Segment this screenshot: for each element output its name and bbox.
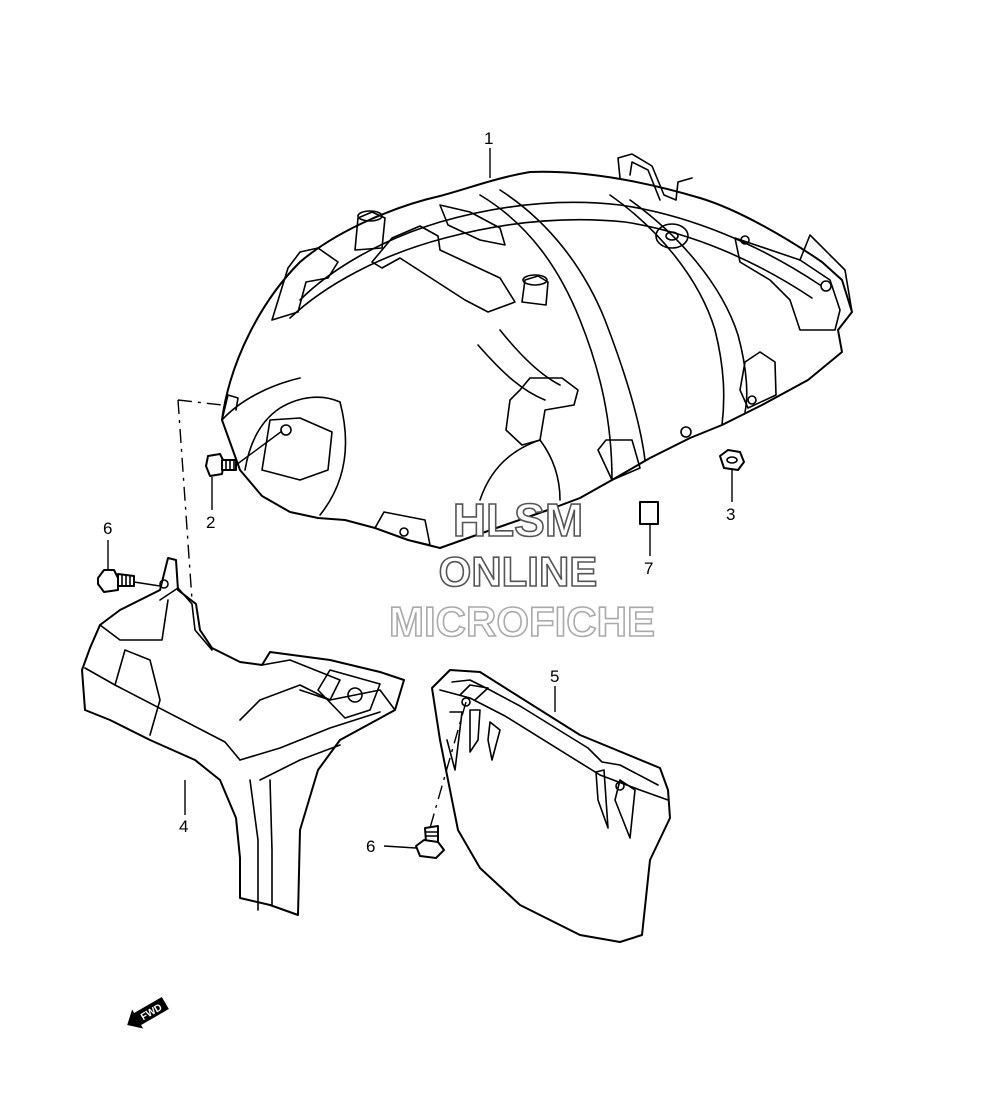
watermark-line-1: HLSM xyxy=(453,494,583,546)
part-5-mud-flap[interactable] xyxy=(431,669,671,943)
callout-4: 4 xyxy=(179,817,188,836)
watermark: HLSM ONLINE MICROFICHE xyxy=(388,493,656,646)
assembly-line-left xyxy=(177,399,223,601)
leader-line-2 xyxy=(235,430,283,466)
watermark-line-3: MICROFICHE xyxy=(389,598,655,645)
part-1-rear-fender[interactable] xyxy=(221,153,853,549)
part-2-screw[interactable] xyxy=(205,453,237,477)
part-3-nut[interactable] xyxy=(719,449,745,471)
part-4-lower-cover[interactable] xyxy=(81,557,405,916)
callout-2: 2 xyxy=(206,513,215,532)
callout-6-upper: 6 xyxy=(103,519,112,538)
callout-3: 3 xyxy=(726,505,735,524)
callout-6-lower: 6 xyxy=(366,837,375,856)
part-6-bolt-upper[interactable] xyxy=(97,569,135,593)
part-6-bolt-lower[interactable] xyxy=(415,825,445,859)
fwd-label: FWD xyxy=(139,1002,164,1023)
part-7-pad[interactable] xyxy=(639,501,659,525)
callout-7: 7 xyxy=(644,559,653,578)
callout-1: 1 xyxy=(484,129,493,148)
assembly-line-right xyxy=(429,701,467,829)
watermark-line-2: ONLINE xyxy=(439,548,598,595)
fwd-marker: FWD xyxy=(127,996,169,1029)
fwd-arrow-icon xyxy=(127,996,169,1029)
leader-line-6-upper xyxy=(133,581,161,587)
callout-5: 5 xyxy=(550,667,559,686)
leader-line-6-lower xyxy=(383,845,417,849)
